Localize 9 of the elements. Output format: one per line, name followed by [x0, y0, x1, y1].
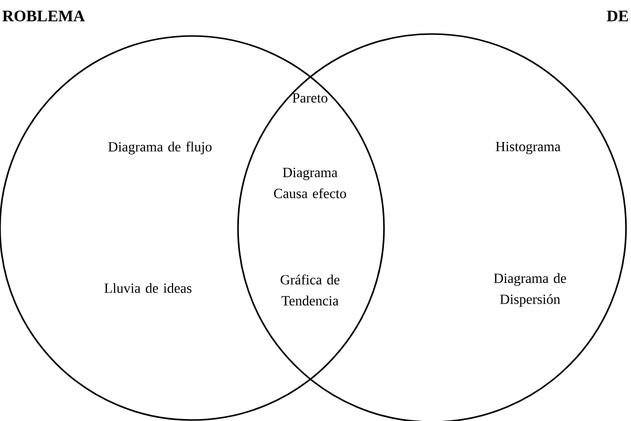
item-text: Diagrama de flujo [108, 142, 212, 154]
item-text: Pareto [292, 93, 328, 103]
circle-heading: ROBLEMA [2, 10, 85, 22]
circle-heading: DE [606, 10, 628, 22]
item-text: Diagrama de Dispersión [494, 273, 566, 307]
item-text: Gráfica de Tendencia [280, 274, 340, 306]
item-text: Lluvia de ideas [104, 283, 192, 293]
item-text: Diagrama Causa efecto [274, 168, 346, 198]
item-text: Histograma [496, 142, 560, 154]
